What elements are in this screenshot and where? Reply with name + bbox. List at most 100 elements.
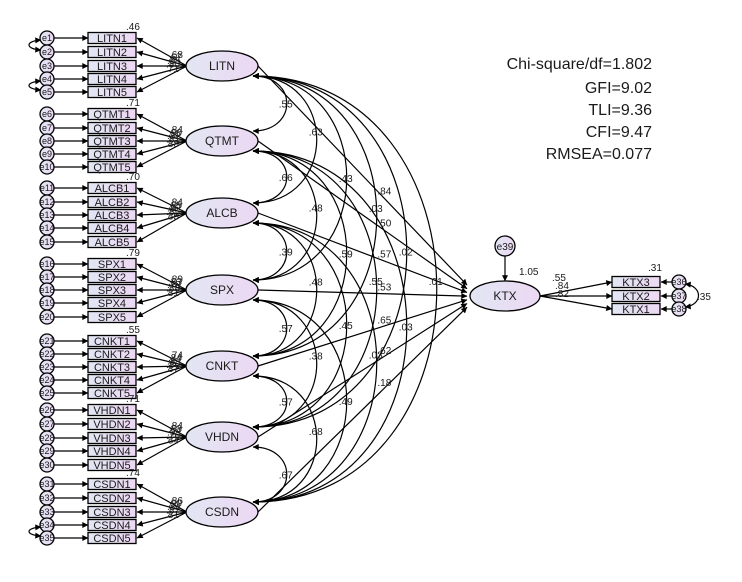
error-covariance-curve <box>28 37 42 53</box>
loading-arrow <box>136 422 188 438</box>
indicator-box <box>87 431 137 445</box>
indicator-label: KTX2 <box>622 291 650 303</box>
loading-arrow <box>136 65 188 81</box>
loading-value: .82 <box>555 289 569 300</box>
indicator-label: QTMT3 <box>93 136 130 148</box>
loading-arrow <box>136 212 188 230</box>
squared-multiple-correlation: .70 <box>126 172 140 183</box>
indicator-box <box>87 107 137 121</box>
indicator-box <box>87 373 137 387</box>
structural-path-arrow <box>257 140 468 290</box>
loading-value: .84 <box>169 421 183 432</box>
error-term-label: e23 <box>39 362 54 372</box>
structural-path-arrow <box>257 289 468 299</box>
loading-arrow <box>136 511 188 527</box>
indicator-label: ALCB2 <box>95 197 130 209</box>
loading-arrow <box>136 50 188 67</box>
error-term-label: e1 <box>42 33 52 43</box>
error-term-label: e4 <box>42 74 52 84</box>
latent-construct-label: QTMT <box>205 134 240 148</box>
error-term-label: e6 <box>42 109 52 119</box>
loading-value: .88 <box>166 284 180 295</box>
latent-construct-oval <box>185 350 259 382</box>
error-term-label: e35 <box>39 533 54 543</box>
structural-path-arrow <box>257 65 468 286</box>
error-term-label: e8 <box>42 136 52 146</box>
loading-arrow <box>136 365 188 394</box>
error-term-label: e3 <box>42 61 52 71</box>
fit-index-line: TLI=9.36 <box>588 102 652 119</box>
indicator-box <box>87 310 137 324</box>
loading-value: .87 <box>166 506 180 517</box>
latent-construct-label: SPX <box>210 283 234 297</box>
loading-value: .82 <box>167 131 181 142</box>
covariance-curve <box>252 297 288 359</box>
fit-index-line: CFI=9.47 <box>586 124 652 141</box>
error-covariance-curve <box>684 281 700 310</box>
loading-value: .68 <box>169 50 183 61</box>
indicator-label: CSDN1 <box>93 479 130 491</box>
loading-value: .84 <box>168 353 182 364</box>
error-term-label: e34 <box>39 520 54 530</box>
disturbance-label: e39 <box>497 242 514 253</box>
covariance-value: .48 <box>309 204 323 215</box>
loading-value: .85 <box>168 200 182 211</box>
covariance-curve <box>252 148 378 430</box>
error-term-label: e38 <box>671 304 686 314</box>
indicator-label: ALCB4 <box>95 223 130 235</box>
indicator-label: CSDN3 <box>93 507 130 519</box>
indicator-label: SPX1 <box>98 259 126 271</box>
indicator-label: VHDN3 <box>93 433 130 445</box>
indicator-box <box>611 302 661 316</box>
error-term-label: e32 <box>39 493 54 503</box>
loading-arrow <box>136 363 188 370</box>
covariance-curve <box>252 73 378 359</box>
squared-multiple-correlation: .79 <box>126 248 140 259</box>
fit-index-line: RMSEA=0.077 <box>546 146 652 163</box>
covariance-curve <box>252 373 288 430</box>
indicator-label: SPX4 <box>98 298 126 310</box>
indicator-box <box>87 283 137 297</box>
indicator-box <box>87 134 137 148</box>
error-term-label: e27 <box>39 419 54 429</box>
loading-arrow <box>136 289 188 318</box>
loading-arrow <box>136 434 188 441</box>
indicator-label: KTX1 <box>622 304 650 316</box>
indicator-label: SPX5 <box>98 312 126 324</box>
indicator-label: CSDN4 <box>93 520 130 532</box>
covariance-curve <box>252 73 438 505</box>
indicator-box <box>87 334 137 348</box>
loading-arrow <box>539 295 613 311</box>
covariance-value: .57 <box>279 398 293 409</box>
indicator-box <box>87 121 137 135</box>
indicator-box <box>87 59 137 73</box>
latent-construct-label: CSDN <box>205 505 239 519</box>
loading-value: .84 <box>165 435 179 446</box>
loading-arrow <box>136 37 188 67</box>
loading-value: .84 <box>169 198 183 209</box>
loading-value: .76 <box>166 431 180 442</box>
covariance-curve <box>252 220 318 359</box>
indicator-label: VHDN2 <box>93 419 130 431</box>
error-term-label: e22 <box>39 349 54 359</box>
error-term-label: e31 <box>39 479 54 489</box>
covariance-value: .55 <box>279 100 293 111</box>
squared-multiple-correlation: .71 <box>126 394 140 405</box>
error-term-circle <box>39 530 55 546</box>
covariance-curve <box>252 373 318 505</box>
loading-arrow <box>136 65 188 93</box>
error-term-label: e33 <box>39 507 54 517</box>
loading-arrow <box>136 340 188 367</box>
loading-arrow <box>136 212 188 243</box>
error-covariance-value: .35 <box>697 292 711 303</box>
error-term-label: e16 <box>39 259 54 269</box>
indicator-label: QTMT5 <box>93 162 130 174</box>
indicator-box <box>87 235 137 249</box>
error-term-label: e36 <box>671 277 686 287</box>
indicator-box <box>87 195 137 209</box>
error-term-circle <box>39 84 55 100</box>
covariance-curve <box>252 220 378 505</box>
covariance-value: .48 <box>309 278 323 289</box>
error-term-label: e13 <box>39 210 54 220</box>
indicator-box <box>87 72 137 86</box>
